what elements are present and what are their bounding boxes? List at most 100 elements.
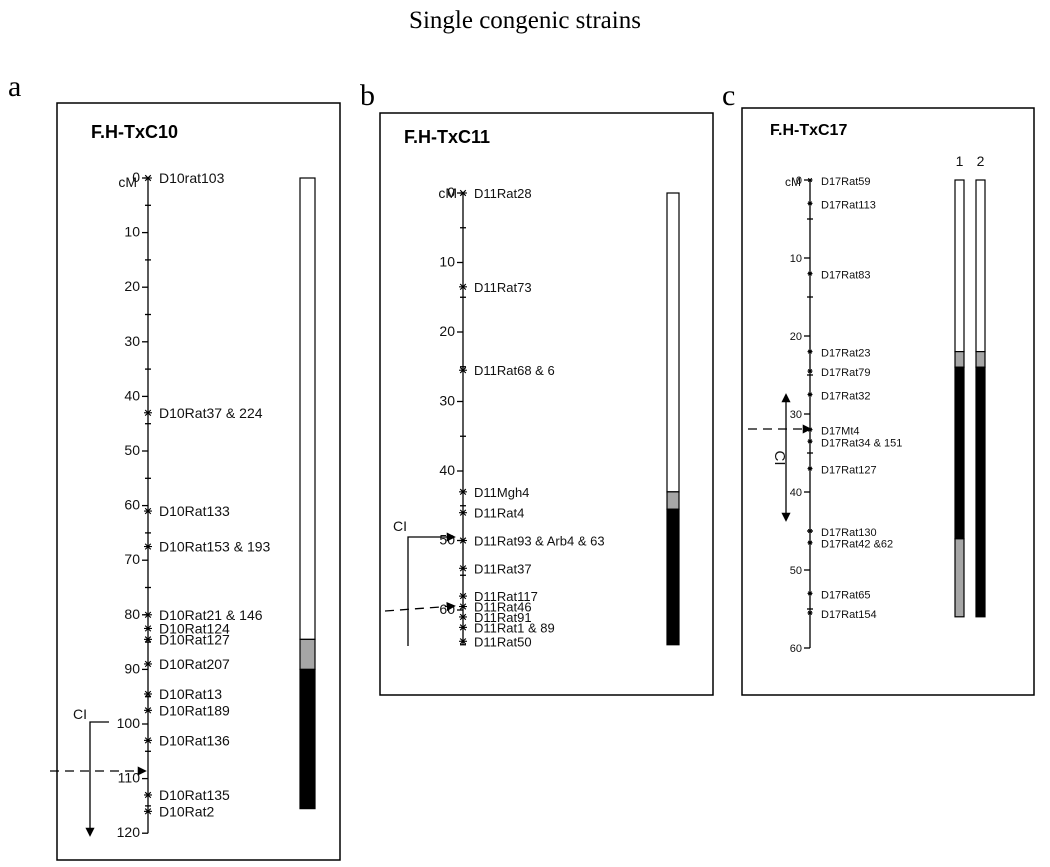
marker: D11Rat73 <box>459 280 532 295</box>
marker: D10Rat37 & 224 <box>144 405 263 421</box>
bar-segment <box>666 192 680 493</box>
marker-label: D17Rat83 <box>821 270 871 282</box>
strain-name: F.H-TxC10 <box>91 122 178 142</box>
ci-label: CI <box>73 706 87 722</box>
marker: D11Rat91 <box>459 610 532 625</box>
congenic-bar: 2 <box>975 153 986 618</box>
congenic-bar <box>299 177 316 810</box>
marker-label: D17Rat79 <box>821 367 871 379</box>
panel-frame <box>379 112 714 696</box>
tick-label: 10 <box>439 254 455 270</box>
marker-label: D11Rat73 <box>474 280 532 295</box>
panel-letter: a <box>8 70 21 103</box>
tick-label: 60 <box>439 601 455 617</box>
bar-segment <box>954 179 965 353</box>
marker: D10Rat127 <box>144 631 230 647</box>
bar-segment <box>954 366 965 540</box>
marker-label: D17Rat34 & 151 <box>821 437 902 449</box>
tick-label: 80 <box>124 606 140 622</box>
bar-segment <box>299 638 316 670</box>
panel-letter: b <box>360 79 375 112</box>
marker: D17Mt4 <box>807 426 860 438</box>
marker: D11Rat1 & 89 <box>459 620 555 635</box>
marker: D10Rat133 <box>144 503 230 519</box>
marker: D10rat103 <box>144 170 225 186</box>
tick-label: 70 <box>124 551 140 567</box>
tick-label: 40 <box>790 487 802 499</box>
marker-label: D10Rat2 <box>159 803 214 819</box>
bar-segment <box>666 491 680 510</box>
marker: D17Rat127 <box>807 465 877 477</box>
marker-label: D10Rat136 <box>159 732 230 748</box>
marker-label: D17Rat130 <box>821 527 877 539</box>
tick-label: 0 <box>796 175 802 187</box>
panel-letter: c <box>722 79 735 112</box>
marker-label: D11Rat46 <box>474 600 532 615</box>
tick-label: 50 <box>124 442 140 458</box>
marker: D17Rat154 <box>807 609 877 621</box>
tick-label: 50 <box>790 565 802 577</box>
marker-label: D11Rat37 <box>474 561 532 576</box>
marker-label: D17Rat127 <box>821 465 877 477</box>
tick-label: 0 <box>132 169 140 185</box>
marker-label: D10Rat133 <box>159 503 230 519</box>
tick-label: 20 <box>124 278 140 294</box>
marker-label: D17Rat32 <box>821 391 871 403</box>
marker-label: D10Rat135 <box>159 787 230 803</box>
bar-label: 1 <box>956 153 964 169</box>
confidence-interval-arrow <box>407 532 456 646</box>
bar-segment <box>954 351 965 368</box>
marker: D17Rat59 <box>807 176 871 188</box>
tick-label: 60 <box>124 497 140 513</box>
marker-label: D10Rat153 & 193 <box>159 539 271 555</box>
marker: D17Rat34 & 151 <box>807 437 902 449</box>
marker: D11Rat93 & Arb4 & 63 <box>459 534 605 549</box>
bar-segment <box>975 366 986 618</box>
marker-label: D11Rat68 & 6 <box>474 363 555 378</box>
marker: D11Rat4 <box>459 506 524 521</box>
congenic-interval-bars <box>666 192 680 646</box>
panel-b: b F.H-TxC11 cM 0102030405060D11Rat28D11R… <box>360 79 714 696</box>
axis-unit-label: cM <box>785 175 801 189</box>
tick-label: 100 <box>117 715 141 731</box>
tick-label: 40 <box>439 462 455 478</box>
marker: D10Rat124 <box>144 620 230 636</box>
axis-unit-label: cM <box>118 174 137 190</box>
congenic-bar: 1 <box>954 153 965 618</box>
bar-segment <box>299 177 316 640</box>
marker-label: D10Rat37 & 224 <box>159 405 263 421</box>
bar-segment <box>975 179 986 353</box>
tick-label: 20 <box>439 323 455 339</box>
marker-label: D10Rat127 <box>159 631 230 647</box>
marker-label: D17Rat154 <box>821 609 877 621</box>
marker-label: D17Rat42 &62 <box>821 539 893 551</box>
tick-label: 30 <box>790 409 802 421</box>
tick-label: 30 <box>124 333 140 349</box>
bar-segment <box>975 351 986 368</box>
marker: D17Rat79 <box>807 367 871 379</box>
marker: D10Rat153 & 193 <box>144 539 271 555</box>
tick-label: 40 <box>124 387 140 403</box>
panel-frame <box>56 102 341 861</box>
congenic-bar <box>666 192 680 646</box>
panel-a: a F.H-TxC10 cM 0102030405060708090100110… <box>8 70 341 861</box>
figure-title: Single congenic strains <box>409 7 641 34</box>
marker: D11Rat117 <box>459 589 538 604</box>
marker: D17Rat130 <box>807 527 877 539</box>
marker-label: D10Rat13 <box>159 686 222 702</box>
marker: D10Rat135 <box>144 787 230 803</box>
marker: D10Rat136 <box>144 732 230 748</box>
marker: D17Rat65 <box>807 589 871 601</box>
marker: D10Rat207 <box>144 656 230 672</box>
marker-label: D11Rat4 <box>474 506 524 521</box>
marker: D10Rat189 <box>144 702 230 718</box>
marker-label: D11Rat1 & 89 <box>474 620 555 635</box>
genetic-map-axis: 0102030405060D17Rat59D17Rat113D17Rat83D1… <box>790 175 903 655</box>
bar-segment <box>666 508 680 646</box>
panel-frame <box>741 107 1035 696</box>
congenic-interval-bars <box>299 177 316 810</box>
marker: D11Rat68 & 6 <box>459 363 555 378</box>
tick-label: 50 <box>439 532 455 548</box>
